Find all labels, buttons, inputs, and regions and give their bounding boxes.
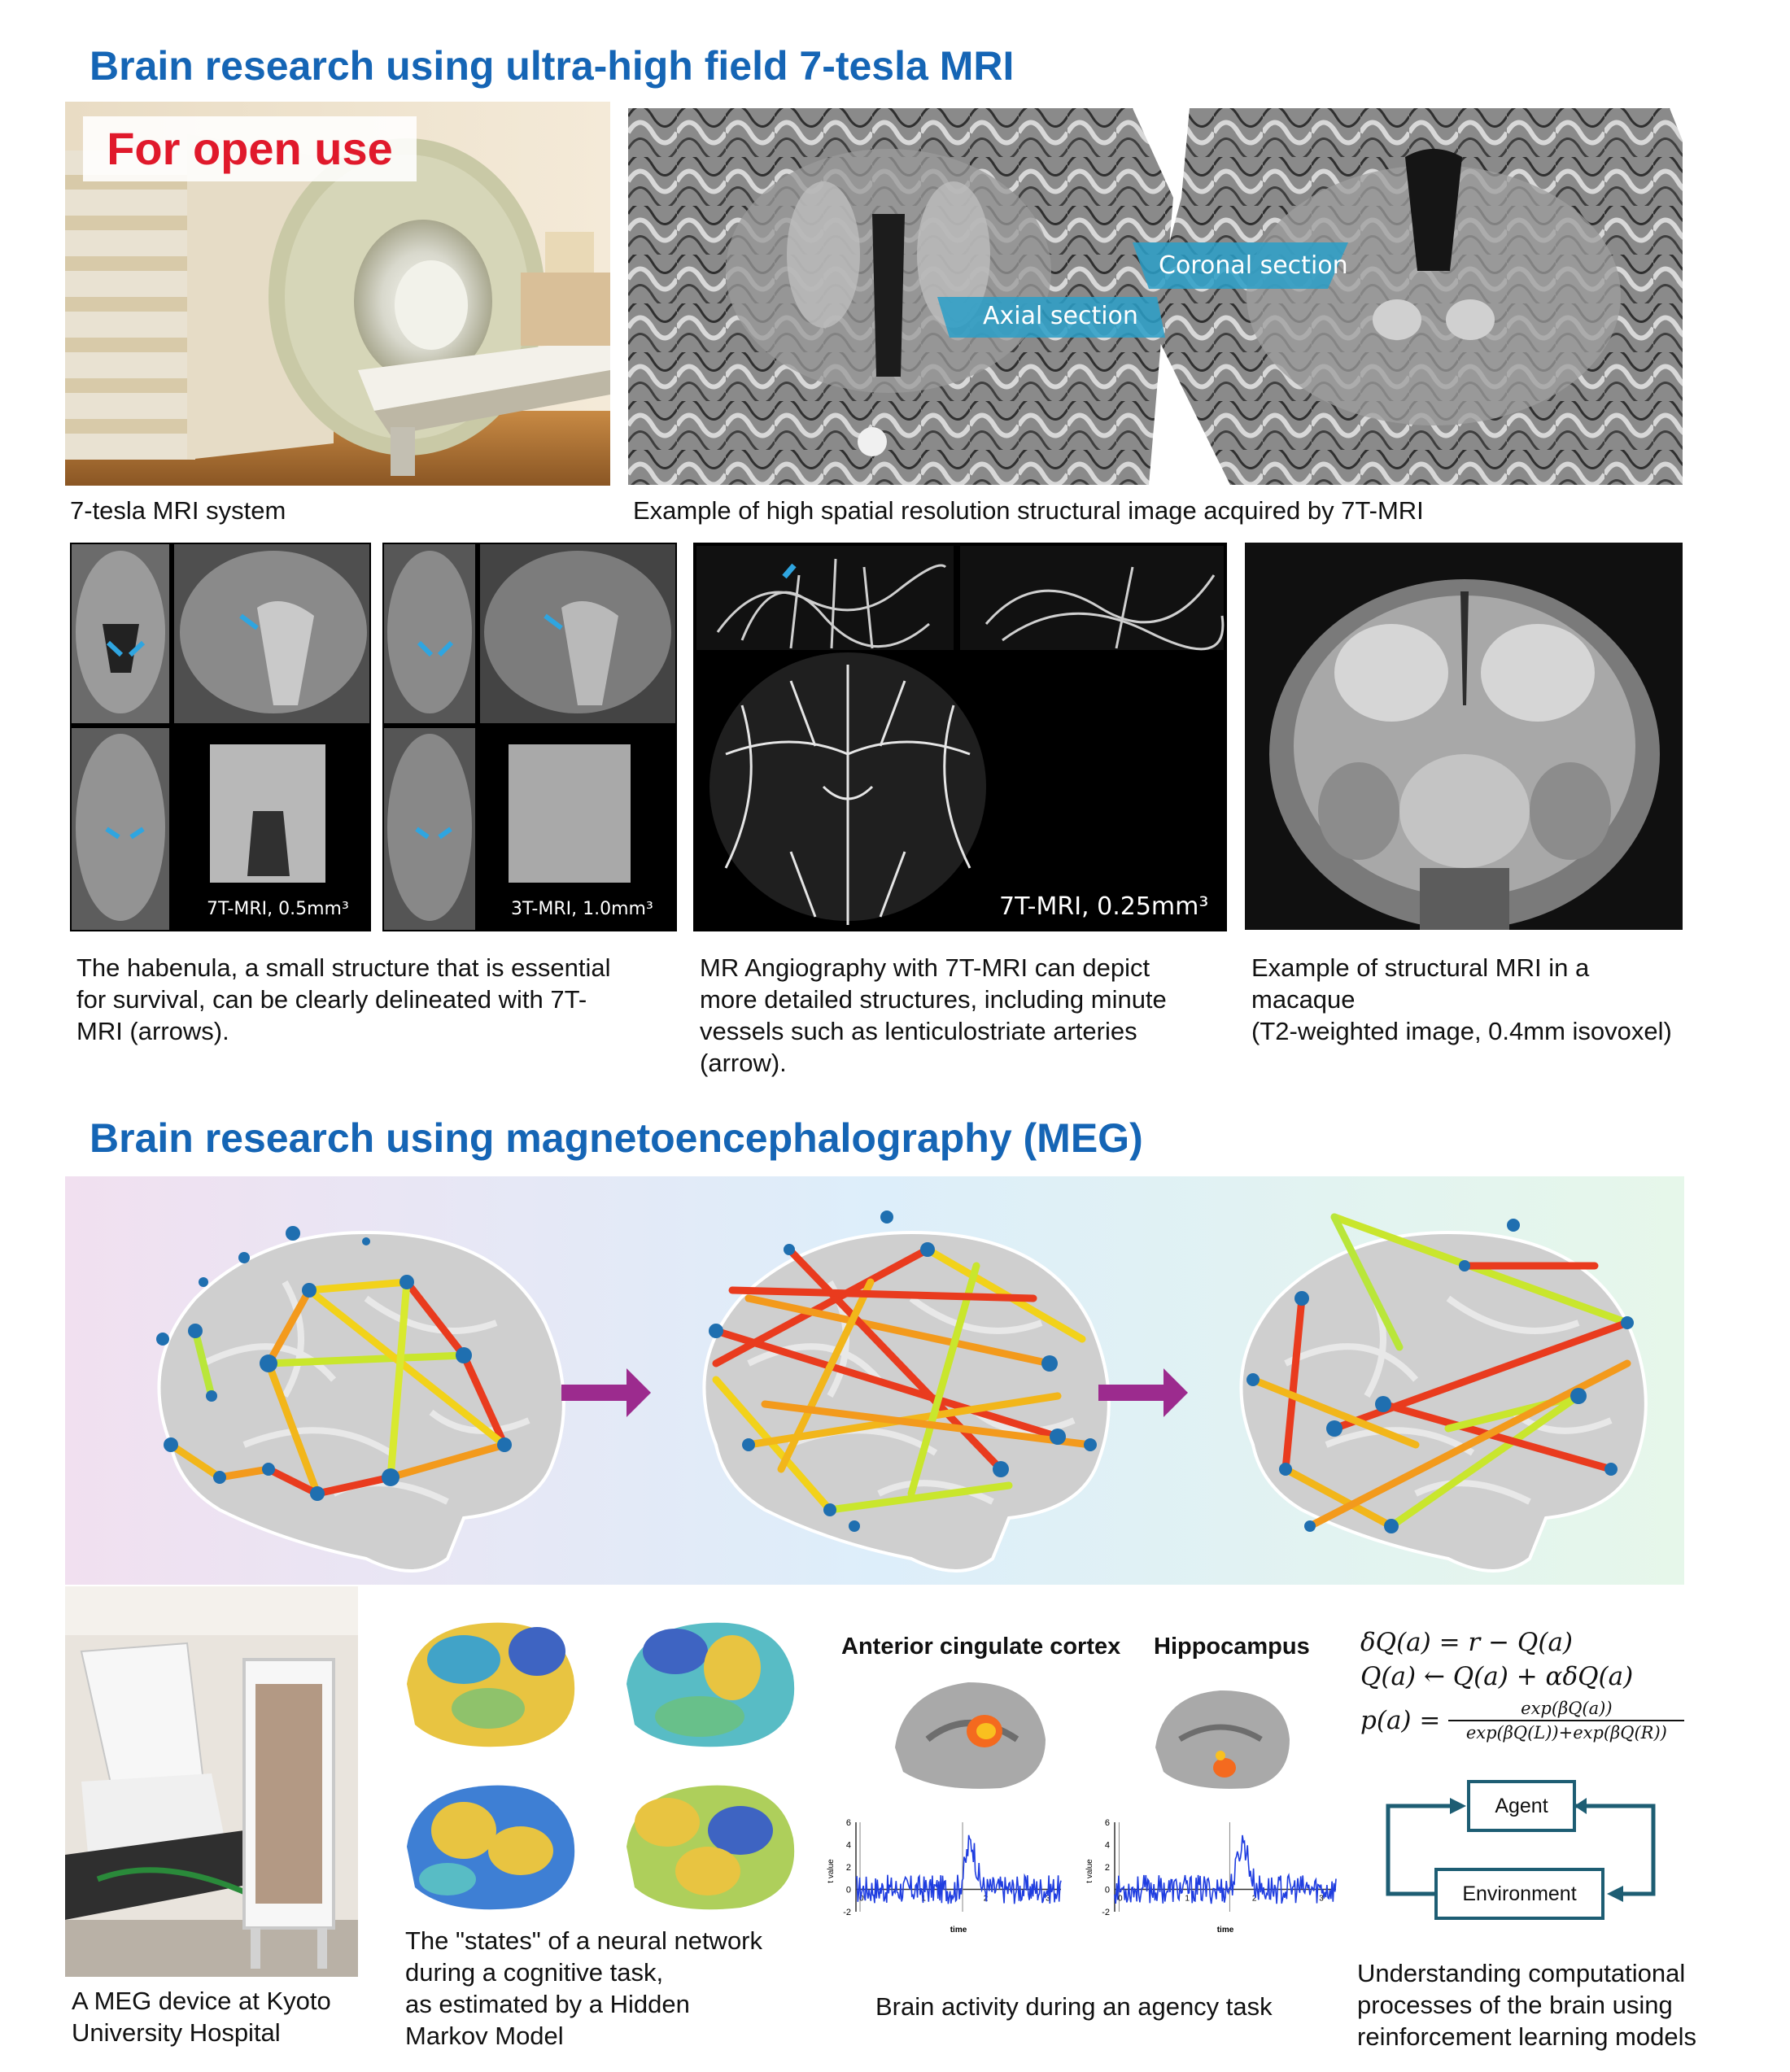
hippocampus-title: Hippocampus — [1154, 1634, 1310, 1660]
habenula-7t-panel: 7T-MRI, 0.5mm³ — [70, 543, 371, 931]
equation-q-update: Q(a) ← Q(a) + αδQ(a) — [1360, 1662, 1634, 1691]
acc-brain-slice — [887, 1674, 1050, 1796]
x-tick-label: 0 — [1118, 1895, 1123, 1904]
coronal-section-label: Coronal section — [1159, 251, 1348, 280]
habenula-caption: The habenula, a small structure that is … — [76, 953, 611, 1045]
acc-title: Anterior cingulate cortex — [841, 1634, 1121, 1660]
rl-equations: δQ(a) = r − Q(a) Q(a) ← Q(a) + αδQ(a) p(… — [1360, 1625, 1685, 1744]
x-tick-label: 3 — [1046, 1895, 1050, 1904]
mri-system-photo: For open use — [65, 102, 610, 486]
equation-softmax: p(a) = exp(βQ(a)) exp(βQ(L))+exp(βQ(R)) — [1360, 1697, 1685, 1744]
angiography-label: 7T-MRI, 0.25mm³ — [999, 892, 1209, 921]
x-tick-label: 0 — [859, 1895, 864, 1904]
coronal-label-bar — [1133, 242, 1348, 289]
hippocampus-time-series: 6 4 2 0 -2 0 1 2 3 t value time — [1082, 1814, 1342, 1936]
agent-label: Agent — [1495, 1795, 1548, 1817]
equation-td-error: δQ(a) = r − Q(a) — [1360, 1628, 1574, 1657]
environment-label: Environment — [1462, 1882, 1577, 1905]
open-use-badge: For open use — [83, 116, 417, 181]
y-tick-label: 0 — [846, 1886, 851, 1895]
meg-device-photo — [65, 1586, 358, 1977]
hmm-brain-maps — [399, 1611, 797, 1936]
x-axis-label: time — [950, 1926, 967, 1935]
y-tick-label: 4 — [1105, 1841, 1110, 1851]
y-tick-label: 4 — [846, 1841, 851, 1851]
agency-caption: Brain activity during an agency task — [875, 1992, 1273, 2021]
y-tick-label: 2 — [1105, 1863, 1110, 1873]
hmm-caption: The "states" of a neural network during … — [405, 1926, 763, 2050]
section-title-meg: Brain research using magnetoencephalogra… — [90, 1115, 1143, 1161]
angiography-panel: 7T-MRI, 0.25mm³ — [693, 543, 1227, 931]
agent-environment-diagram: Agent Environment — [1383, 1773, 1660, 1928]
meg-caption: A MEG device at Kyoto University Hospita… — [72, 1987, 331, 2047]
section-title-7t-mri: Brain research using ultra-high field 7-… — [90, 43, 1015, 89]
y-tick-label: 6 — [1105, 1818, 1110, 1828]
y-axis-label: t value — [1085, 1859, 1094, 1883]
axial-label-bar — [937, 297, 1165, 338]
y-tick-label: 6 — [846, 1818, 851, 1828]
macaque-caption: Example of structural MRI in a macaque (… — [1251, 953, 1672, 1045]
structural-mri-image: Axial section Coronal section — [628, 108, 1683, 485]
x-axis-label: time — [1217, 1926, 1234, 1935]
y-tick-label: 2 — [846, 1863, 851, 1873]
activity-trace — [855, 1834, 1062, 1904]
hippocampus-brain-slice — [1147, 1682, 1294, 1796]
arrow-2 — [1098, 1368, 1188, 1417]
axial-section-label: Axial section — [983, 302, 1138, 330]
y-axis-label: t value — [827, 1859, 836, 1883]
macaque-mri-panel — [1245, 543, 1683, 930]
mri-system-caption: 7-tesla MRI system — [70, 496, 286, 525]
x-tick-label: 2 — [1252, 1895, 1257, 1904]
y-tick-label: 0 — [1105, 1886, 1110, 1895]
activity-trace — [1114, 1834, 1337, 1904]
x-tick-label: 1 — [1185, 1895, 1190, 1904]
habenula-3t-panel: 3T-MRI, 1.0mm³ — [382, 543, 677, 931]
y-tick-label: -2 — [1102, 1908, 1110, 1917]
network-dynamics-band — [65, 1176, 1684, 1585]
angiography-caption: MR Angiography with 7T-MRI can depict mo… — [700, 953, 1167, 1077]
rl-caption: Understanding computational processes of… — [1357, 1959, 1696, 2051]
habenula-7t-label: 7T-MRI, 0.5mm³ — [207, 899, 349, 919]
y-tick-label: -2 — [843, 1908, 851, 1917]
structural-caption: Example of high spatial resolution struc… — [633, 496, 1424, 525]
x-tick-label: 3 — [1319, 1895, 1324, 1904]
arrow-1 — [561, 1368, 651, 1417]
open-use-text: For open use — [107, 123, 393, 174]
habenula-3t-label: 3T-MRI, 1.0mm³ — [511, 899, 653, 919]
